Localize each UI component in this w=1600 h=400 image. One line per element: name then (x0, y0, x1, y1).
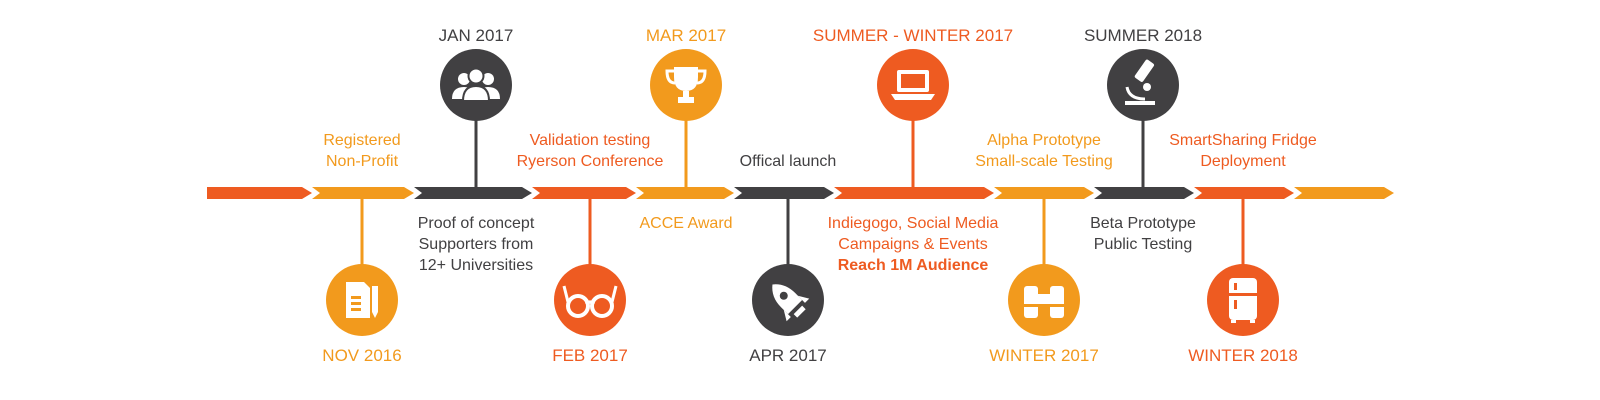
document-pencil-icon (346, 282, 378, 318)
timeline-arrow-segment (414, 187, 532, 199)
milestone (326, 193, 398, 336)
milestone (1207, 193, 1279, 336)
milestone-description-line: Ryerson Conference (516, 153, 664, 170)
timeline-arrow-segment (1294, 187, 1394, 199)
milestone-date: SUMMER 2018 (1083, 26, 1203, 45)
milestone-description-line: Indiegogo, Social Media (827, 215, 999, 232)
milestone-description-line: ACCE Award (639, 215, 733, 232)
glasses-icon (562, 285, 618, 318)
milestone-description-line: Beta Prototype (1090, 215, 1196, 232)
timeline-arrow-segment (532, 187, 636, 199)
milestone-date: FEB 2017 (552, 346, 628, 365)
milestone-date: APR 2017 (749, 346, 827, 365)
laptop-icon (891, 70, 935, 100)
milestone-description-line: Supporters from (418, 236, 534, 253)
milestone-circle (1107, 49, 1179, 121)
milestone-description-line: SmartSharing Fridge (1169, 132, 1317, 149)
milestone-date: SUMMER - WINTER 2017 (812, 26, 1014, 45)
trophy-icon (665, 67, 707, 103)
milestone-description-line: Deployment (1200, 153, 1286, 170)
milestone-description-line: Public Testing (1093, 236, 1193, 253)
fridge-icon (1229, 278, 1257, 323)
milestone-description-line: Non-Profit (325, 153, 399, 170)
milestone-date: NOV 2016 (322, 346, 402, 365)
binoculars-icon (1024, 286, 1064, 318)
milestone (554, 193, 626, 336)
timeline-arrow-segment (734, 187, 834, 199)
group-users-icon (452, 67, 500, 102)
milestone-circle (554, 264, 626, 336)
milestone (1107, 49, 1179, 193)
milestone (440, 49, 512, 193)
timeline-arrow-segment (207, 187, 312, 199)
milestone-description-highlight: Reach 1M Audience (837, 257, 989, 274)
milestone-date: JAN 2017 (438, 26, 514, 45)
milestone-description: ACCE Award (639, 213, 732, 234)
timeline-axis (207, 187, 1394, 199)
milestone-description-line: Proof of concept (417, 215, 535, 232)
milestone (877, 49, 949, 193)
milestone-description-line: Campaigns & Events (838, 236, 988, 253)
milestone-description-line: 12+ Universities (418, 257, 534, 274)
microscope-icon (1125, 59, 1155, 105)
milestone (1008, 193, 1080, 336)
milestone (650, 49, 722, 193)
milestone-description: Offical launch (740, 151, 837, 172)
rocket-icon (772, 284, 810, 322)
milestone (752, 193, 824, 336)
milestone-description-line: Validation testing (529, 132, 651, 149)
milestone-description-line: Small-scale Testing (975, 153, 1113, 170)
milestone-description-line: Alpha Prototype (987, 132, 1101, 149)
milestone-date: WINTER 2017 (989, 346, 1099, 365)
milestone-description-line: Registered (323, 132, 401, 149)
milestone-date: MAR 2017 (645, 26, 727, 45)
milestone-description-line: Offical launch (739, 153, 837, 170)
milestone-date: WINTER 2018 (1188, 346, 1298, 365)
